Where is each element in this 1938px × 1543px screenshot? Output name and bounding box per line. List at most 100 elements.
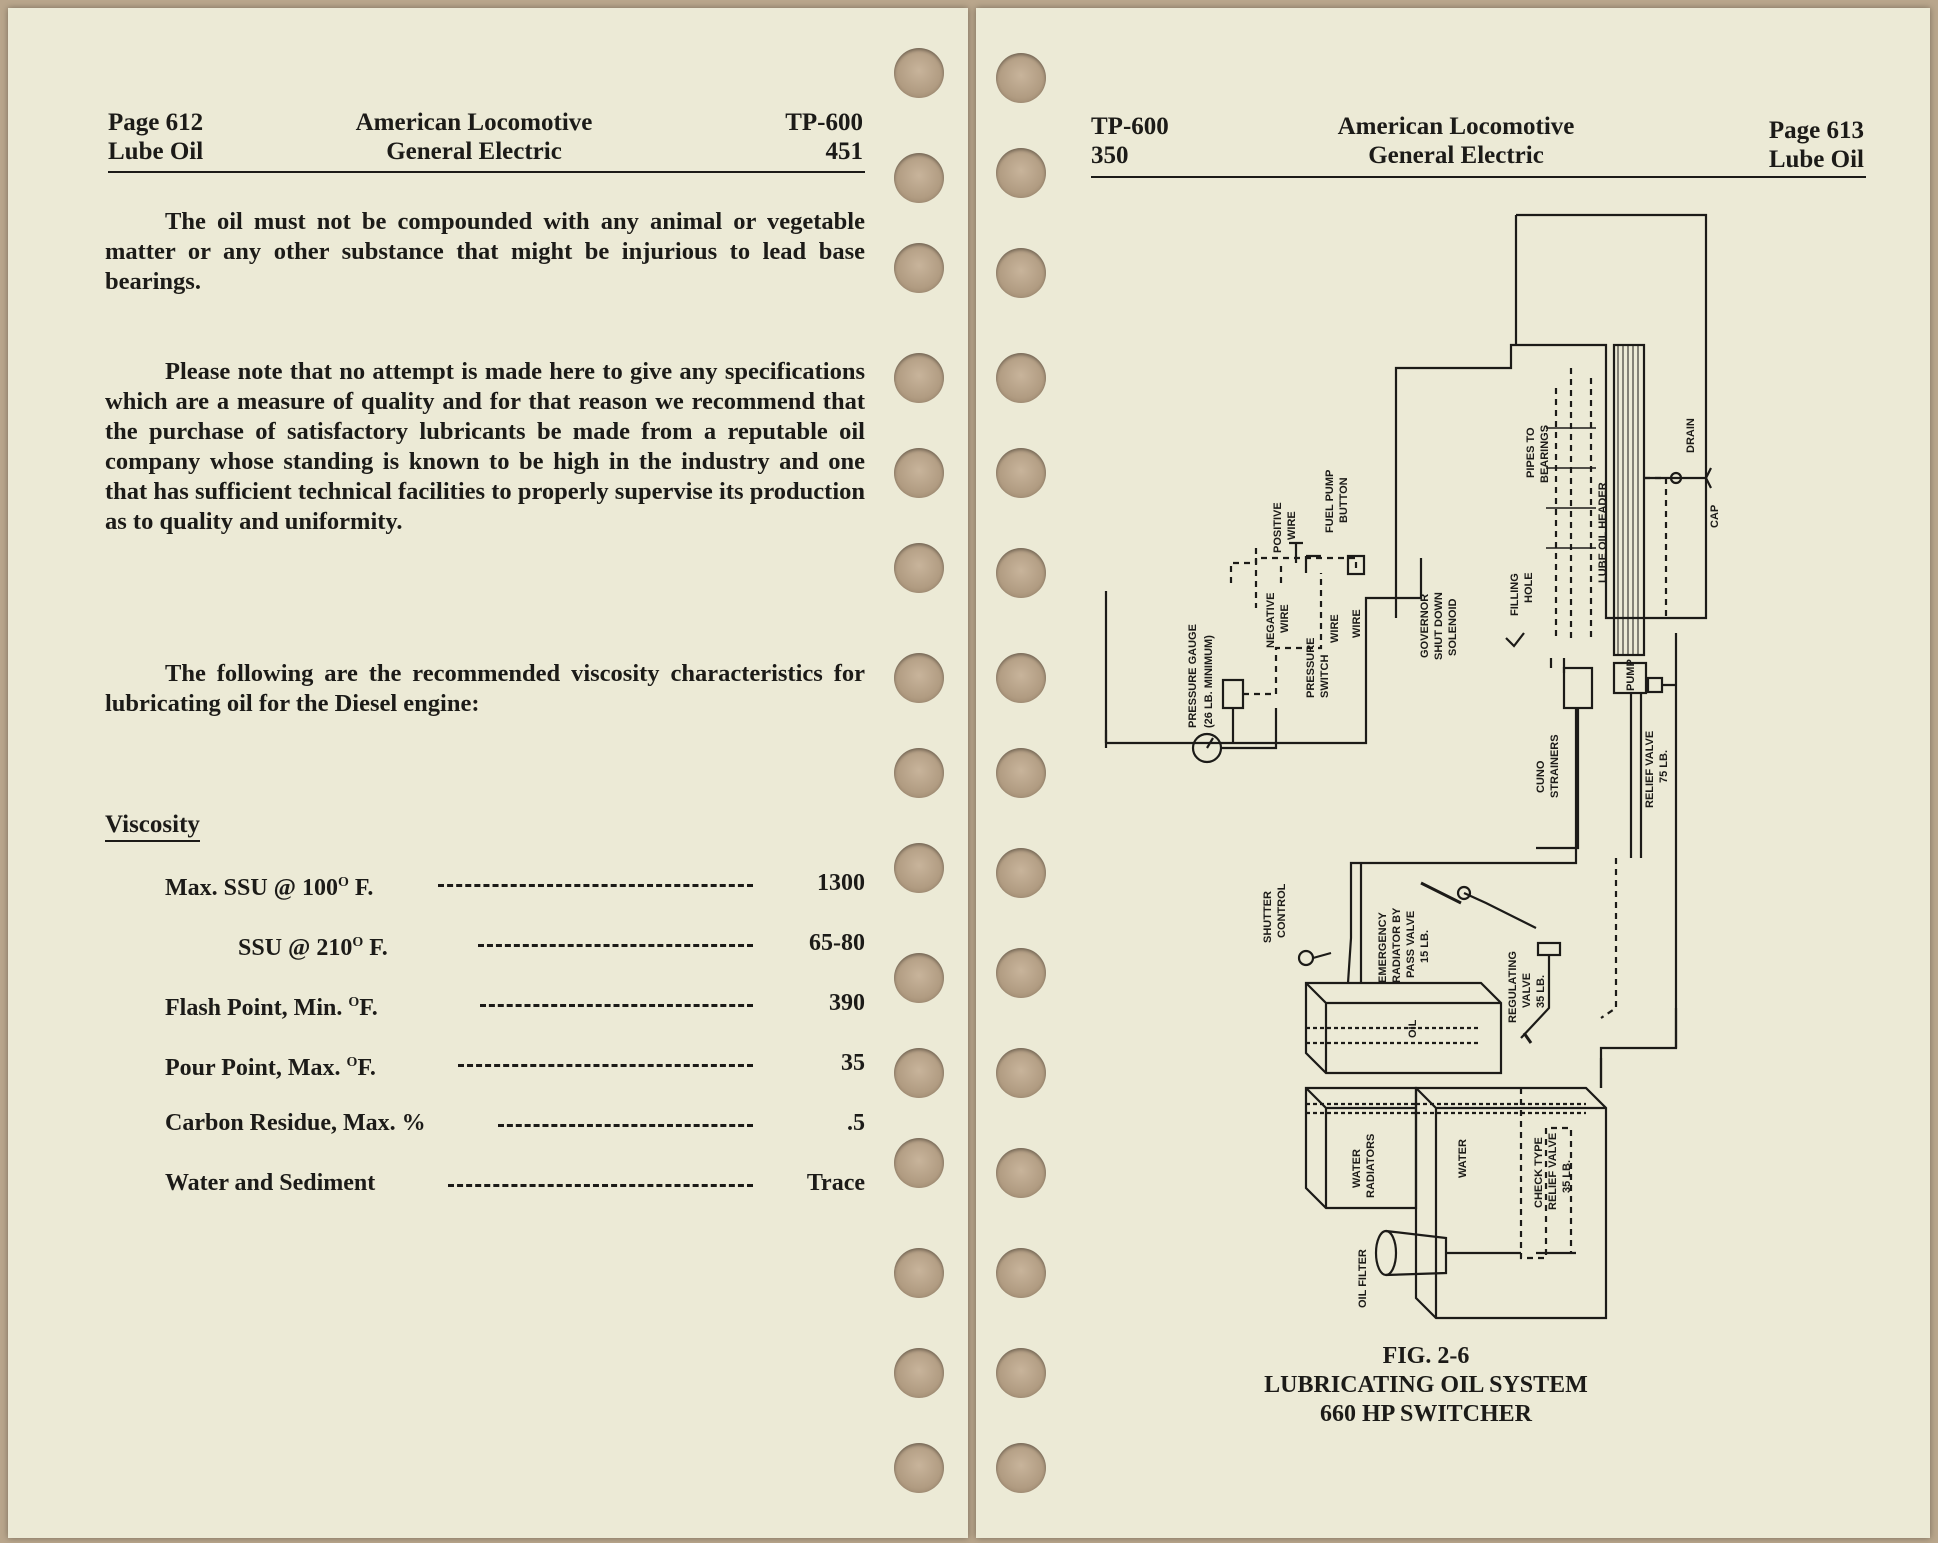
spec-value: 35 (841, 1050, 865, 1076)
label-water: WATER (1457, 1139, 1469, 1178)
doc-sub-right: 350 (1091, 142, 1129, 169)
company-line2-right: General Electric (1368, 142, 1544, 169)
label-regulating-valve-3: 35 LB. (1535, 975, 1547, 1008)
paragraph-3: The following are the recommended viscos… (105, 660, 865, 717)
spec-leader (498, 1124, 753, 1127)
spec-label: Carbon Residue, Max. % (165, 1110, 426, 1136)
caption-line3: 660 HP SWITCHER (1319, 1401, 1533, 1427)
paragraph-2: Please note that no attempt is made here… (105, 358, 865, 535)
lubricating-oil-diagram: PRESSURE GAUGE (26 LB. MINIMUM) NEGATIVE… (1104, 213, 1721, 1320)
label-wire-b: WIRE (1351, 609, 1363, 638)
label-filling-hole-2: HOLE (1523, 572, 1535, 603)
specs-heading: Viscosity (105, 810, 200, 842)
label-shutter-control: SHUTTER (1262, 891, 1274, 943)
label-pressure-gauge: PRESSURE GAUGE (1187, 624, 1199, 728)
label-fuel-pump-2: BUTTON (1338, 477, 1350, 523)
spec-leader (448, 1184, 753, 1187)
binder-hole (996, 353, 1046, 403)
paragraph-1: The oil must not be compounded with any … (105, 208, 865, 295)
company-line2-left: General Electric (386, 138, 562, 165)
label-regulating-valve-2: VALVE (1521, 973, 1533, 1008)
binder-hole (894, 48, 944, 98)
binder-hole (894, 153, 944, 203)
label-positive-wire: POSITIVE (1272, 502, 1284, 553)
header-rule-left (108, 171, 865, 173)
spec-value: 1300 (817, 870, 865, 896)
label-drain: DRAIN (1685, 418, 1697, 453)
label-emergency-3: PASS VALVE (1405, 911, 1417, 978)
binder-hole (996, 1248, 1046, 1298)
binder-hole (894, 1138, 944, 1188)
label-emergency: EMERGENCY (1377, 911, 1389, 983)
spec-leader (480, 1004, 753, 1007)
label-governor-3: SOLENOID (1447, 598, 1459, 656)
label-relief-valve: RELIEF VALVE (1644, 731, 1656, 808)
spec-label: Water and Sediment (165, 1170, 376, 1196)
binder-hole (894, 353, 944, 403)
doc-sub-left: 451 (825, 138, 864, 165)
label-pressure-switch: PRESSURE (1305, 637, 1317, 698)
spec-leader (458, 1064, 753, 1067)
label-negative-wire-2: WIRE (1279, 604, 1291, 633)
section-right: Lube Oil (1768, 146, 1864, 173)
spec-value: 390 (829, 990, 865, 1016)
label-positive-wire-2: WIRE (1286, 511, 1298, 540)
spec-value: Trace (806, 1170, 865, 1196)
company-line1-right: American Locomotive (1337, 113, 1575, 140)
label-regulating-valve: REGULATING (1507, 951, 1519, 1023)
label-pressure-gauge-note: (26 LB. MINIMUM) (1203, 635, 1215, 728)
doc-number-right: TP-600 (1091, 113, 1169, 140)
label-check-valve-3: 35 LB. (1561, 1160, 1573, 1193)
page-number-right: Page 613 (1768, 117, 1864, 144)
label-pipes-to-bearings: PIPES TO (1525, 427, 1537, 478)
label-wire-a: WIRE (1329, 614, 1341, 643)
binder-hole (894, 243, 944, 293)
label-cuno-2: STRAINERS (1549, 734, 1561, 798)
binder-hole (894, 653, 944, 703)
binder-hole (894, 543, 944, 593)
label-pipes-to-bearings-2: BEARINGS (1539, 425, 1551, 483)
binder-hole (894, 1443, 944, 1493)
binder-hole (996, 548, 1046, 598)
label-negative-wire: NEGATIVE (1265, 593, 1277, 648)
right-page: TP-600 350 American Locomotive General E… (976, 8, 1930, 1538)
label-cuno: CUNO (1535, 760, 1547, 793)
binder-hole (996, 748, 1046, 798)
binder-hole (996, 148, 1046, 198)
binder-hole (894, 1048, 944, 1098)
binder-hole (996, 1443, 1046, 1493)
label-fuel-pump: FUEL PUMP (1324, 470, 1336, 533)
label-water-radiators: WATER (1351, 1149, 1363, 1188)
label-shutter-control-2: CONTROL (1276, 883, 1288, 938)
binder-hole (996, 848, 1046, 898)
page-number-left: Page 612 (108, 109, 204, 136)
left-page: Page 612 Lube Oil American Locomotive Ge… (8, 8, 968, 1538)
label-governor: GOVERNOR (1419, 594, 1431, 658)
company-line1-left: American Locomotive (355, 109, 593, 136)
binder-hole (894, 448, 944, 498)
binder-hole (996, 1148, 1046, 1198)
label-relief-valve-2: 75 LB. (1658, 750, 1670, 783)
binder-hole (894, 1348, 944, 1398)
label-emergency-2: RADIATOR BY (1391, 907, 1403, 983)
spec-value: 65-80 (809, 930, 865, 956)
spec-label: Pour Point, Max. OF. (165, 1055, 376, 1081)
spec-label: Flash Point, Min. OF. (165, 995, 378, 1021)
label-water-radiators-2: RADIATORS (1365, 1134, 1377, 1198)
binder-hole (996, 53, 1046, 103)
spec-leader (438, 884, 753, 887)
binder-hole (894, 748, 944, 798)
label-cap: CAP (1709, 505, 1721, 528)
spec-label: Max. SSU @ 100O F. (165, 875, 374, 901)
label-governor-2: SHUT DOWN (1433, 592, 1445, 660)
label-emergency-4: 15 LB. (1419, 930, 1431, 963)
label-lube-oil-header: LUBE OIL HEADER (1597, 482, 1609, 583)
caption-line1: FIG. 2-6 (1382, 1343, 1470, 1369)
binder-hole (996, 448, 1046, 498)
label-oil: OIL (1407, 1019, 1419, 1038)
binder-hole (996, 653, 1046, 703)
spec-leader (478, 944, 753, 947)
doc-number-left: TP-600 (785, 109, 863, 136)
label-pressure-switch-2: SWITCH (1319, 655, 1331, 698)
header-rule-right (1091, 176, 1866, 178)
